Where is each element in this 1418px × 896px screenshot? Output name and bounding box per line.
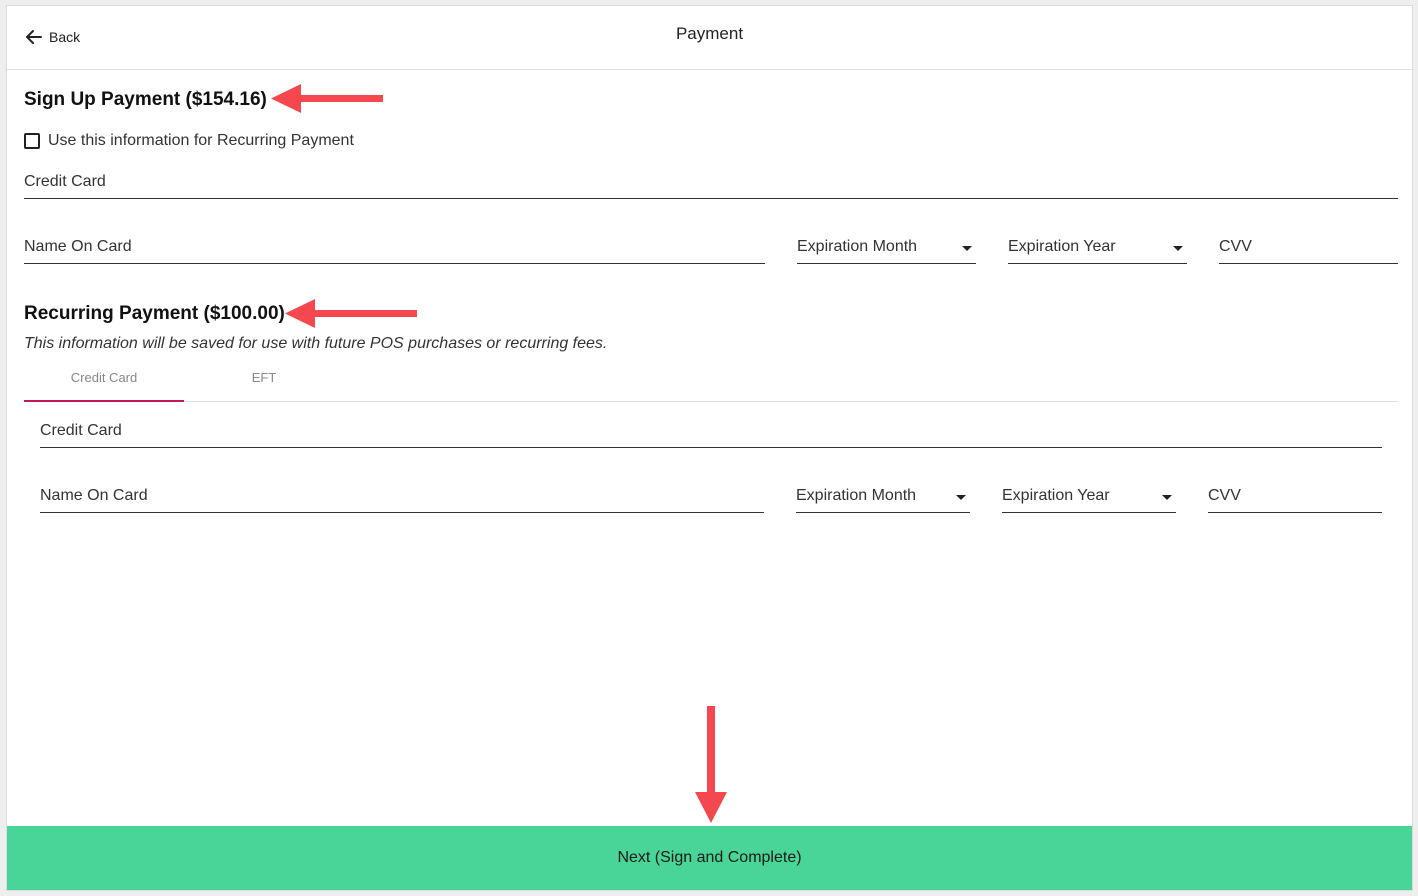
next-sign-and-complete-button[interactable]: Next (Sign and Complete) [7,826,1412,890]
page-title: Payment [675,24,744,43]
recurring-expiration-month-select[interactable]: Expiration Month [796,483,970,513]
use-for-recurring-checkbox[interactable]: Use this information for Recurring Payme… [24,132,354,150]
caret-down-icon [956,495,966,500]
caret-down-icon [1162,495,1172,500]
cvv-label: CVV [1208,487,1241,504]
payment-method-tabs: Credit Card EFT [24,364,1398,402]
signup-cvv-field[interactable]: CVV [1219,234,1398,264]
expiration-month-label: Expiration Month [796,487,917,504]
cvv-label: CVV [1219,238,1252,255]
back-label: Back [49,29,81,45]
back-button[interactable]: Back [25,28,80,46]
recurring-name-on-card-field[interactable]: Name On Card [40,483,764,513]
signup-expiration-year-select[interactable]: Expiration Year [1008,234,1187,264]
recurring-payment-heading: Recurring Payment ($100.00) [24,303,285,324]
caret-down-icon [962,246,972,251]
tab-eft[interactable]: EFT [251,370,277,385]
expiration-month-label: Expiration Month [797,238,918,255]
expiration-year-label: Expiration Year [1008,238,1116,255]
name-on-card-label: Name On Card [40,487,148,504]
signup-name-on-card-field[interactable]: Name On Card [24,234,765,264]
credit-card-label: Credit Card [40,422,122,439]
checkbox-box[interactable] [24,133,40,149]
expiration-year-label: Expiration Year [1002,487,1110,504]
payment-page: Back Payment Sign Up Payment ($154.16) U… [6,5,1413,891]
recurring-subtitle: This information will be saved for use w… [24,335,608,352]
page-header: Back Payment [7,6,1412,70]
annotation-arrow-left [271,84,383,113]
name-on-card-label: Name On Card [24,238,132,255]
tab-credit-card[interactable]: Credit Card [24,364,184,402]
caret-down-icon [1173,246,1183,251]
annotation-arrow-down [695,706,727,823]
annotation-arrow-left [285,299,417,328]
signup-expiration-month-select[interactable]: Expiration Month [797,234,976,264]
arrow-left-icon [25,28,43,46]
signup-payment-heading: Sign Up Payment ($154.16) [24,89,267,110]
recurring-credit-card-field[interactable]: Credit Card [40,418,1382,448]
signup-credit-card-field[interactable]: Credit Card [24,169,1398,199]
recurring-cvv-field[interactable]: CVV [1208,483,1382,513]
credit-card-label: Credit Card [24,173,106,190]
recurring-expiration-year-select[interactable]: Expiration Year [1002,483,1176,513]
use-for-recurring-label: Use this information for Recurring Payme… [48,132,354,149]
